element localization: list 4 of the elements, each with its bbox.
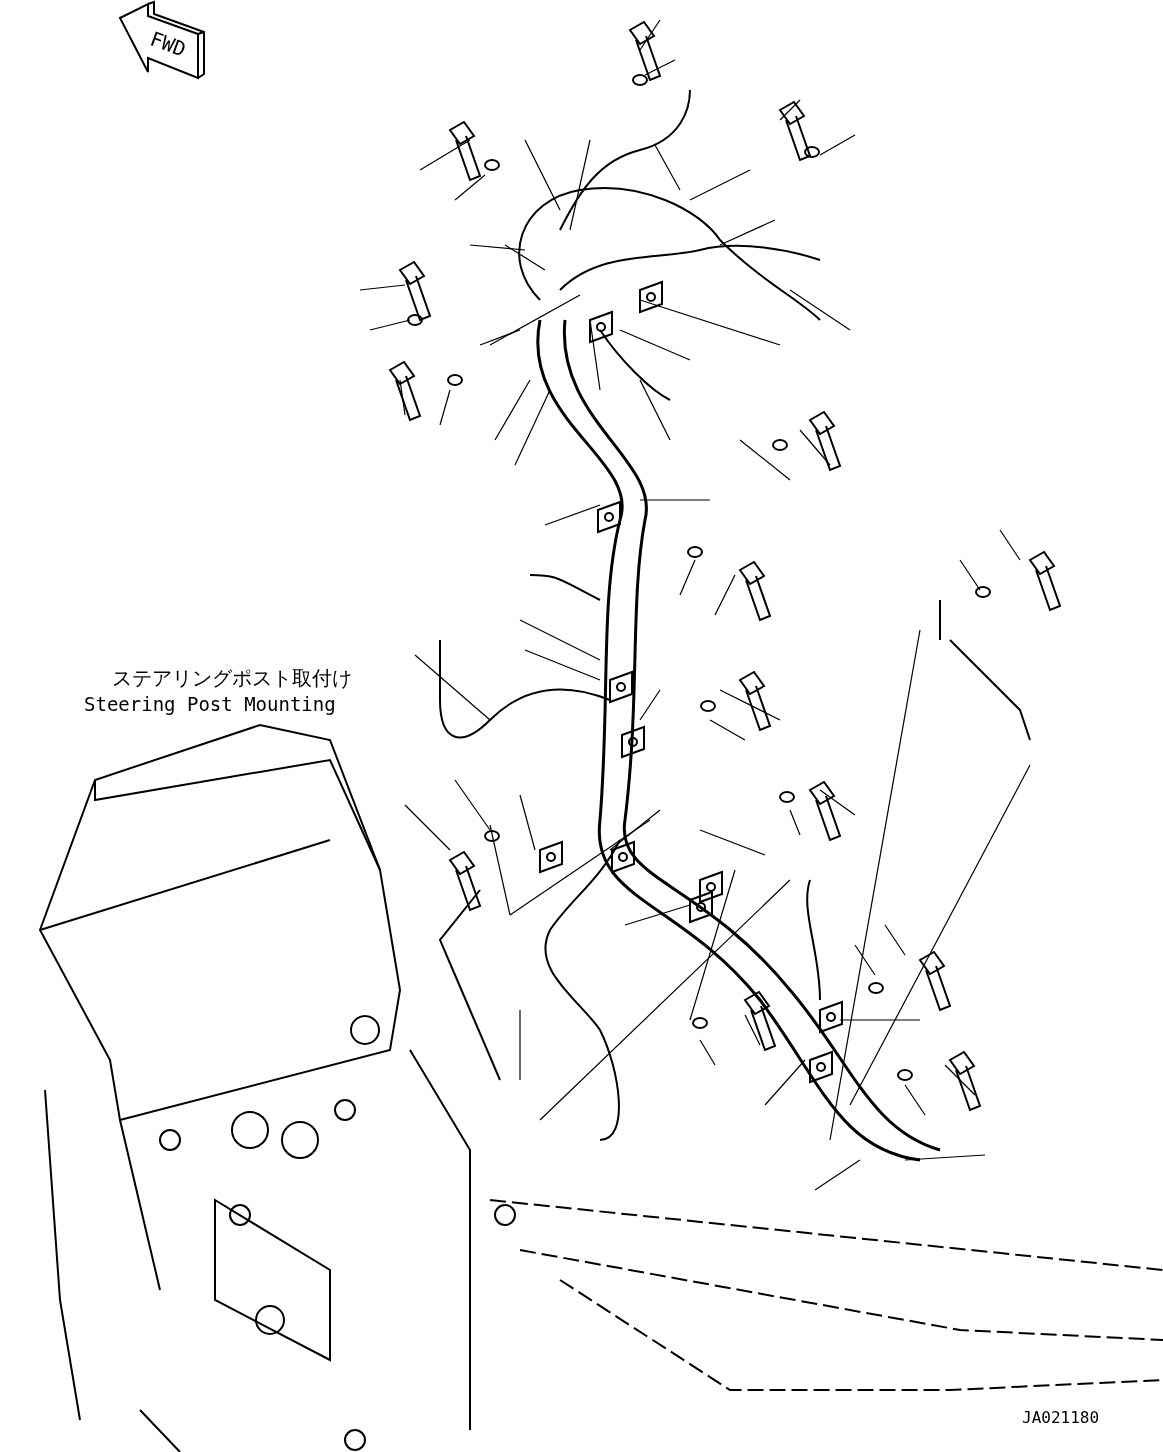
- view-caption: Steering Post Mounting: [84, 695, 336, 714]
- drawing-number: JA021180: [1022, 1410, 1100, 1426]
- view-caption: ステアリングポスト取付け: [112, 668, 352, 688]
- direction-label: FWD: [147, 28, 189, 60]
